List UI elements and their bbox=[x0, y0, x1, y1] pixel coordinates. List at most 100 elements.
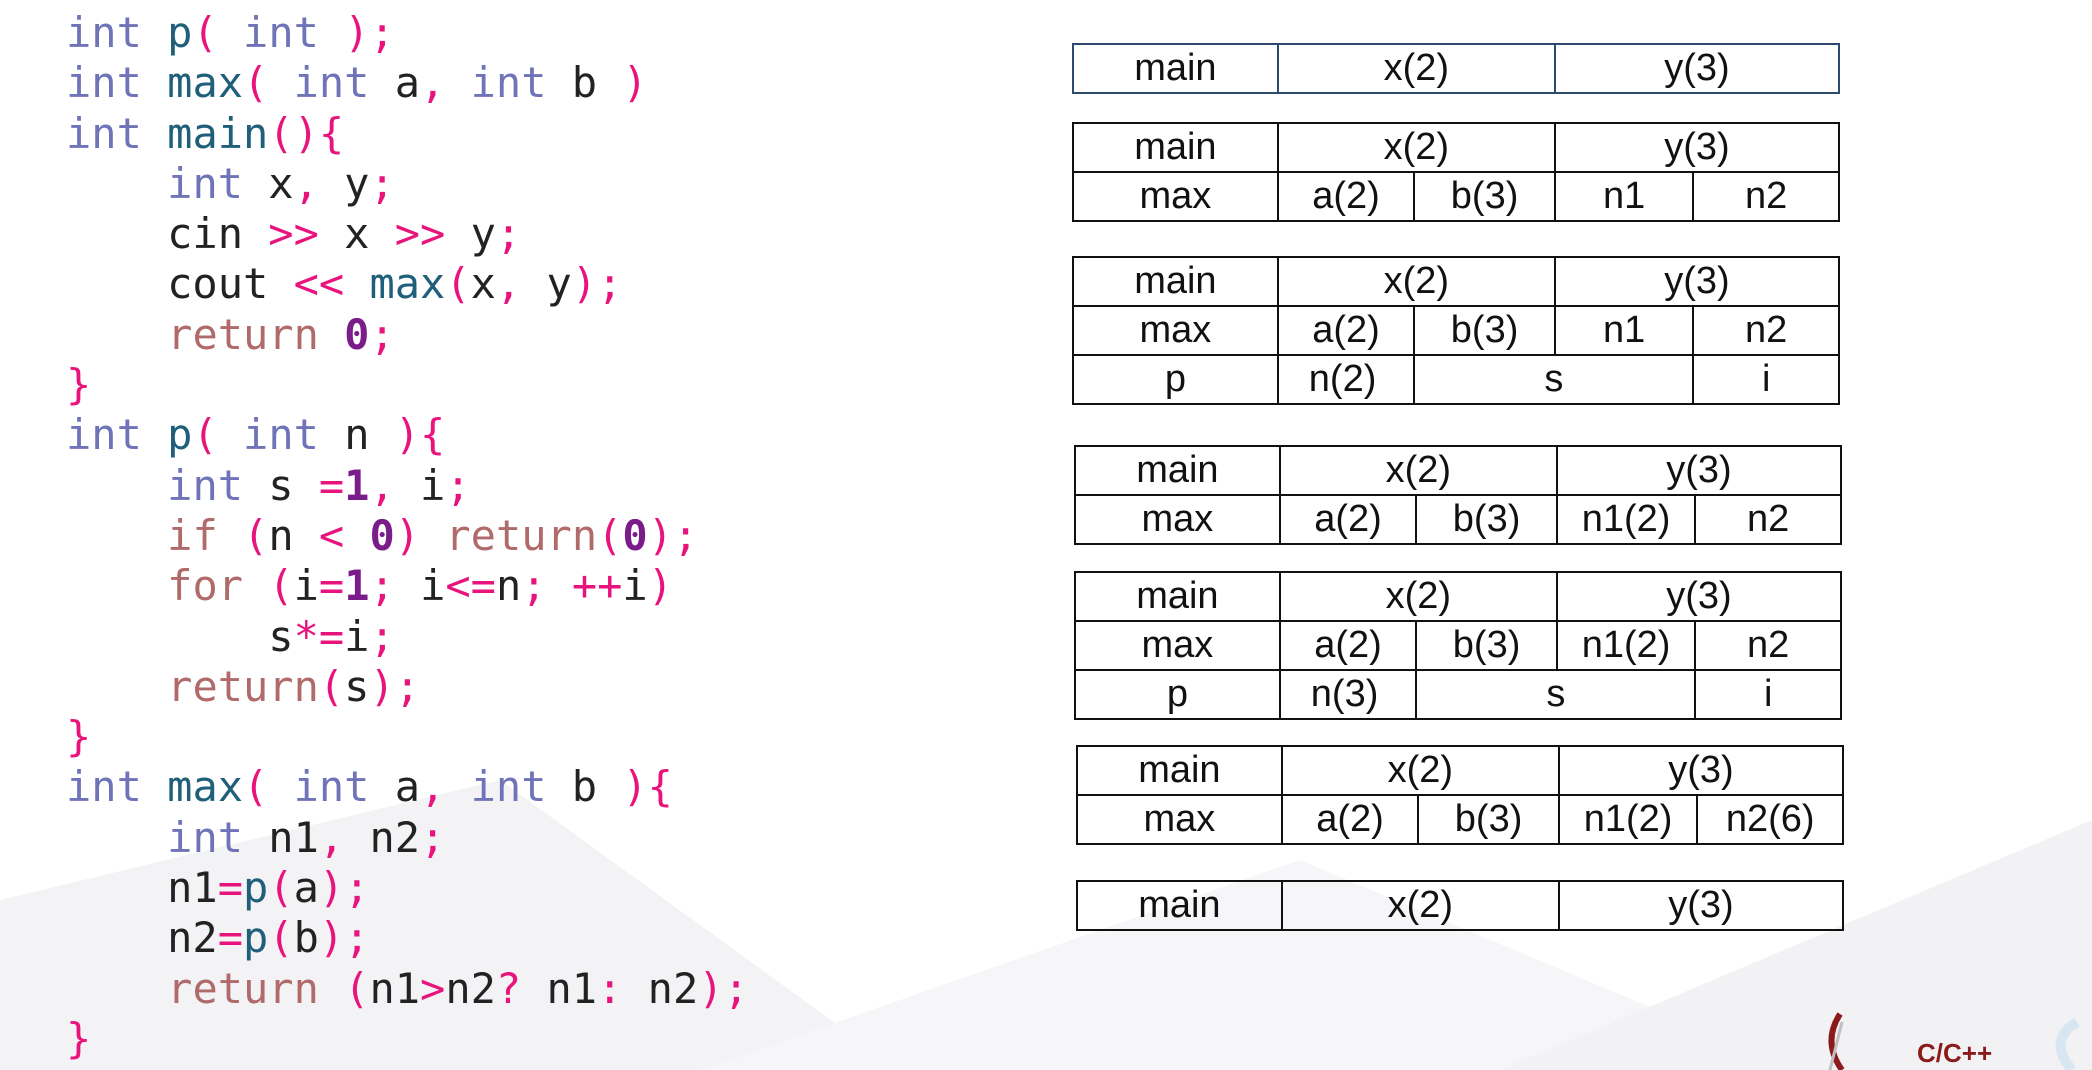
code-token: n2 bbox=[445, 963, 496, 1013]
code-token: n bbox=[268, 510, 319, 560]
frame-variable-cell: y(3) bbox=[1555, 571, 1843, 622]
code-token: ( bbox=[192, 410, 218, 460]
code-line: for (i=1; i<=n; ++i) bbox=[66, 561, 749, 611]
code-token: = bbox=[318, 561, 345, 611]
code-token: p bbox=[167, 8, 193, 57]
frame-variable-cell: n1(2) bbox=[1555, 620, 1697, 671]
frame-variable-cell: n2 bbox=[1694, 620, 1842, 671]
frame-variable-cell: b(3) bbox=[1415, 620, 1558, 671]
code-line: int x, y; bbox=[66, 159, 749, 209]
code-token: ( bbox=[192, 8, 218, 57]
frame-variable-cell: a(2) bbox=[1276, 171, 1416, 222]
code-token: } bbox=[66, 1013, 92, 1063]
code-token: ( bbox=[344, 963, 370, 1013]
code-token: , bbox=[293, 158, 319, 208]
code-token: int bbox=[167, 812, 244, 862]
frame-function-name: main bbox=[1076, 880, 1283, 931]
code-token bbox=[344, 511, 369, 560]
code-token: int bbox=[293, 762, 370, 812]
code-token bbox=[547, 561, 572, 610]
code-token: } bbox=[66, 712, 92, 762]
code-token: i bbox=[344, 611, 370, 661]
code-token: ){ bbox=[622, 762, 673, 812]
code-token: , bbox=[420, 58, 446, 108]
code-token bbox=[319, 310, 344, 359]
code-line: return(s); bbox=[66, 662, 749, 712]
code-token bbox=[66, 310, 167, 359]
code-token bbox=[66, 159, 167, 208]
code-token: return bbox=[167, 963, 319, 1013]
code-token: cout bbox=[66, 259, 294, 309]
code-token: int bbox=[66, 762, 142, 812]
code-token: n1 bbox=[521, 963, 598, 1013]
frame-variable-cell: x(2) bbox=[1276, 122, 1556, 173]
frame-variable-cell: y(3) bbox=[1553, 122, 1841, 173]
code-token: if bbox=[167, 510, 218, 560]
code-token: ; bbox=[495, 209, 522, 259]
frame-function-name: main bbox=[1074, 571, 1281, 622]
code-token: for bbox=[167, 561, 244, 611]
code-listing: int p( int );int max( int a, int b )int … bbox=[66, 8, 749, 1064]
code-token: max bbox=[167, 58, 244, 108]
code-token: = bbox=[217, 863, 244, 913]
code-line: n2=p(b); bbox=[66, 913, 749, 963]
code-token: a bbox=[369, 762, 421, 812]
frame-function-name: p bbox=[1074, 669, 1281, 720]
code-token: , bbox=[369, 460, 395, 510]
code-token: int bbox=[470, 762, 547, 812]
code-token: i bbox=[622, 561, 648, 611]
code-line: int n1, n2; bbox=[66, 813, 749, 863]
frame-function-name: max bbox=[1076, 794, 1283, 845]
frame-variable-cell: x(2) bbox=[1276, 256, 1556, 307]
code-line: n1=p(a); bbox=[66, 863, 749, 913]
logo-swoosh-icon bbox=[1828, 1012, 1845, 1070]
frame-variable-cell: x(2) bbox=[1278, 445, 1558, 496]
code-token: ( bbox=[268, 913, 294, 963]
code-token: ( bbox=[243, 58, 269, 108]
code-token: ); bbox=[369, 661, 421, 711]
code-token: ( bbox=[445, 259, 471, 309]
code-token: , bbox=[495, 259, 522, 309]
code-token bbox=[344, 259, 369, 308]
frame-variable-cell: n2 bbox=[1694, 494, 1842, 545]
logo-c-shape-icon bbox=[2055, 1017, 2080, 1070]
code-token: s bbox=[344, 661, 370, 711]
code-token: int bbox=[470, 58, 547, 108]
code-token: b bbox=[546, 58, 623, 108]
code-line: } bbox=[66, 712, 749, 762]
code-token: int bbox=[66, 410, 142, 460]
code-token: n2 bbox=[66, 913, 218, 963]
frame-variable-cell: n(2) bbox=[1276, 354, 1416, 405]
frame-variable-cell: n2(6) bbox=[1696, 794, 1844, 845]
frame-function-name: max bbox=[1072, 305, 1279, 356]
code-token: 1 bbox=[344, 460, 370, 510]
frame-variable-cell: x(2) bbox=[1276, 43, 1556, 94]
code-token bbox=[66, 561, 167, 610]
code-token bbox=[319, 8, 344, 57]
code-token: cin bbox=[66, 209, 269, 259]
frame-function-name: main bbox=[1072, 256, 1279, 307]
code-line: int s =1, i; bbox=[66, 461, 749, 511]
code-token: x bbox=[470, 259, 496, 309]
frame-function-name: p bbox=[1072, 354, 1279, 405]
frame-variable-cell: n1 bbox=[1553, 305, 1695, 356]
code-token: int bbox=[66, 108, 142, 158]
code-token bbox=[445, 58, 470, 107]
code-token: ; bbox=[445, 460, 471, 510]
code-token: ; bbox=[369, 309, 395, 359]
code-token bbox=[268, 762, 293, 811]
code-token: i bbox=[394, 460, 446, 510]
code-token: int bbox=[243, 8, 319, 57]
code-token: ? bbox=[495, 963, 522, 1013]
code-token: y bbox=[521, 259, 572, 309]
